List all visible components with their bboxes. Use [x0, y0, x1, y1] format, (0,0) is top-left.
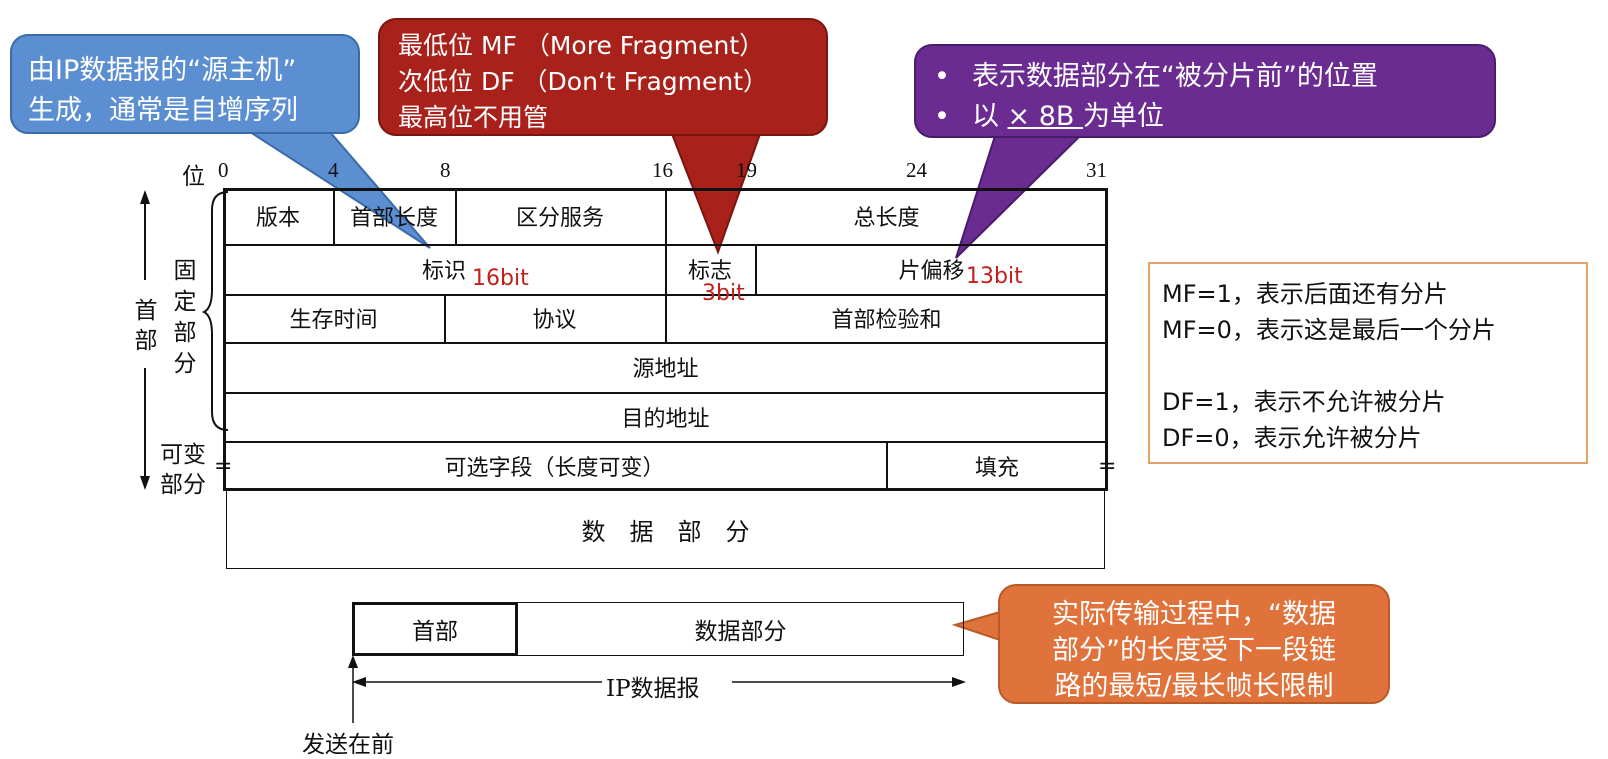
flags-bit-annotation: 3bit — [702, 281, 745, 306]
bit-position-24: 24 — [906, 158, 927, 182]
identification-callout-line2: 生成，通常是自增序列 — [28, 95, 298, 126]
break-mark-icon: = — [214, 454, 233, 479]
packet-data-box: 数据部分 — [518, 602, 964, 656]
field-flags: 标志 — [687, 259, 732, 284]
fixed-part-char: 定 — [173, 289, 197, 315]
row-divider — [223, 392, 1108, 394]
transmission-callout-line1: 实际传输过程中，“数据 — [1052, 599, 1336, 630]
field-protocol: 协议 — [532, 308, 577, 333]
flags-callout-line1: 最低位 MF （More Fragment） — [398, 31, 765, 60]
col-divider — [444, 294, 446, 342]
arrow-right-icon — [952, 677, 966, 687]
field-checksum: 首部检验和 — [831, 308, 942, 333]
arrow-up-icon — [348, 655, 358, 668]
fragment-offset-callout-line2: • 以 × 8B 为单位 — [934, 94, 1164, 133]
fragment-offset-unit-prefix: 以 — [971, 101, 1008, 132]
flags-callout-line2: 次低位 DF （Don‘t Fragment） — [398, 67, 769, 96]
bit-position-0: 0 — [218, 158, 229, 182]
col-divider — [665, 244, 667, 294]
side-brackets — [140, 190, 229, 490]
col-divider — [886, 441, 888, 491]
header-side-label: 首部 — [134, 298, 158, 354]
bullet-icon: • — [934, 101, 950, 132]
col-divider — [455, 188, 457, 244]
col-divider — [755, 244, 757, 294]
field-fragment-offset: 片偏移 — [898, 259, 965, 284]
row-divider — [223, 342, 1108, 344]
field-total-length: 总长度 — [853, 206, 920, 231]
bullet-icon: • — [934, 61, 950, 92]
fixed-part-brace — [201, 191, 229, 431]
identification-callout: 由IP数据报的“源主机” 生成，通常是自增序列 — [10, 34, 360, 134]
bit-position-19: 19 — [736, 158, 757, 182]
fixed-part-char: 分 — [173, 351, 197, 377]
transmission-callout-line3: 路的最短/最长帧长限制 — [1054, 671, 1334, 702]
col-divider — [665, 188, 667, 244]
col-divider — [333, 188, 335, 244]
send-first-label: 发送在前 — [302, 732, 394, 758]
field-destination-address: 目的地址 — [621, 406, 710, 432]
variable-part-label: 可变 部分 — [160, 440, 206, 500]
field-ttl: 生存时间 — [289, 308, 378, 333]
fragment-offset-bit-annotation: 13bit — [966, 264, 1023, 289]
field-options: 可选字段（长度可变） — [444, 456, 665, 481]
field-data-part: 数 据 部 分 — [226, 491, 1105, 569]
field-padding: 填充 — [974, 456, 1019, 481]
variable-part-line: 部分 — [160, 472, 206, 498]
flag-explanation-box: MF=1，表示后面还有分片 MF=0，表示这是最后一个分片 DF=1，表示不允许… — [1148, 262, 1588, 464]
ip-datagram-label: IP数据报 — [606, 676, 700, 702]
field-identification: 标识 — [421, 259, 466, 284]
mf0-explanation: MF=0，表示这是最后一个分片 — [1162, 316, 1496, 344]
fragment-offset-unit-value: × 8B — [1007, 101, 1084, 132]
fragment-offset-callout-text1: 表示数据部分在“被分片前”的位置 — [971, 61, 1378, 92]
packet-arrows — [348, 655, 966, 723]
identification-callout-line1: 由IP数据报的“源主机” — [28, 55, 297, 86]
fixed-part-char: 部 — [173, 320, 197, 346]
mf1-explanation: MF=1，表示后面还有分片 — [1162, 280, 1448, 308]
df0-explanation: DF=0，表示允许被分片 — [1162, 424, 1422, 452]
arrow-down-icon — [140, 476, 150, 490]
arrow-left-icon — [352, 677, 366, 687]
transmission-callout: 实际传输过程中，“数据 部分”的长度受下一段链 路的最短/最长帧长限制 — [998, 584, 1390, 704]
fixed-part-label: 固 定 部 分 — [172, 256, 198, 380]
fragment-offset-callout: • 表示数据部分在“被分片前”的位置 • 以 × 8B 为单位 — [914, 44, 1496, 138]
arrow-up-icon — [140, 190, 150, 204]
flags-callout-line3: 最高位不用管 — [398, 103, 549, 132]
field-source-address: 源地址 — [632, 357, 699, 382]
df1-explanation: DF=1，表示不允许被分片 — [1162, 388, 1446, 416]
bit-position-label: 位 — [182, 164, 205, 189]
transmission-callout-line2: 部分”的长度受下一段链 — [1052, 635, 1336, 666]
variable-part-line: 可变 — [160, 442, 206, 468]
field-dscp: 区分服务 — [515, 206, 604, 231]
bit-position-8: 8 — [440, 158, 451, 182]
fixed-part-char: 固 — [173, 258, 197, 284]
flags-callout: 最低位 MF （More Fragment） 次低位 DF （Don‘t Fra… — [378, 18, 828, 136]
bit-position-16: 16 — [652, 158, 673, 182]
fragment-offset-unit-suffix: 为单位 — [1083, 101, 1165, 132]
bit-position-4: 4 — [328, 158, 339, 182]
bit-position-31: 31 — [1086, 158, 1107, 182]
field-version: 版本 — [255, 206, 300, 231]
row-divider — [223, 441, 1108, 443]
fragment-offset-callout-line1: • 表示数据部分在“被分片前”的位置 — [934, 54, 1378, 93]
field-header-length: 首部长度 — [349, 206, 438, 231]
break-mark-icon: = — [1098, 454, 1117, 479]
packet-header-box: 首部 — [352, 602, 518, 656]
identification-bit-annotation: 16bit — [472, 266, 529, 291]
col-divider — [665, 294, 667, 342]
